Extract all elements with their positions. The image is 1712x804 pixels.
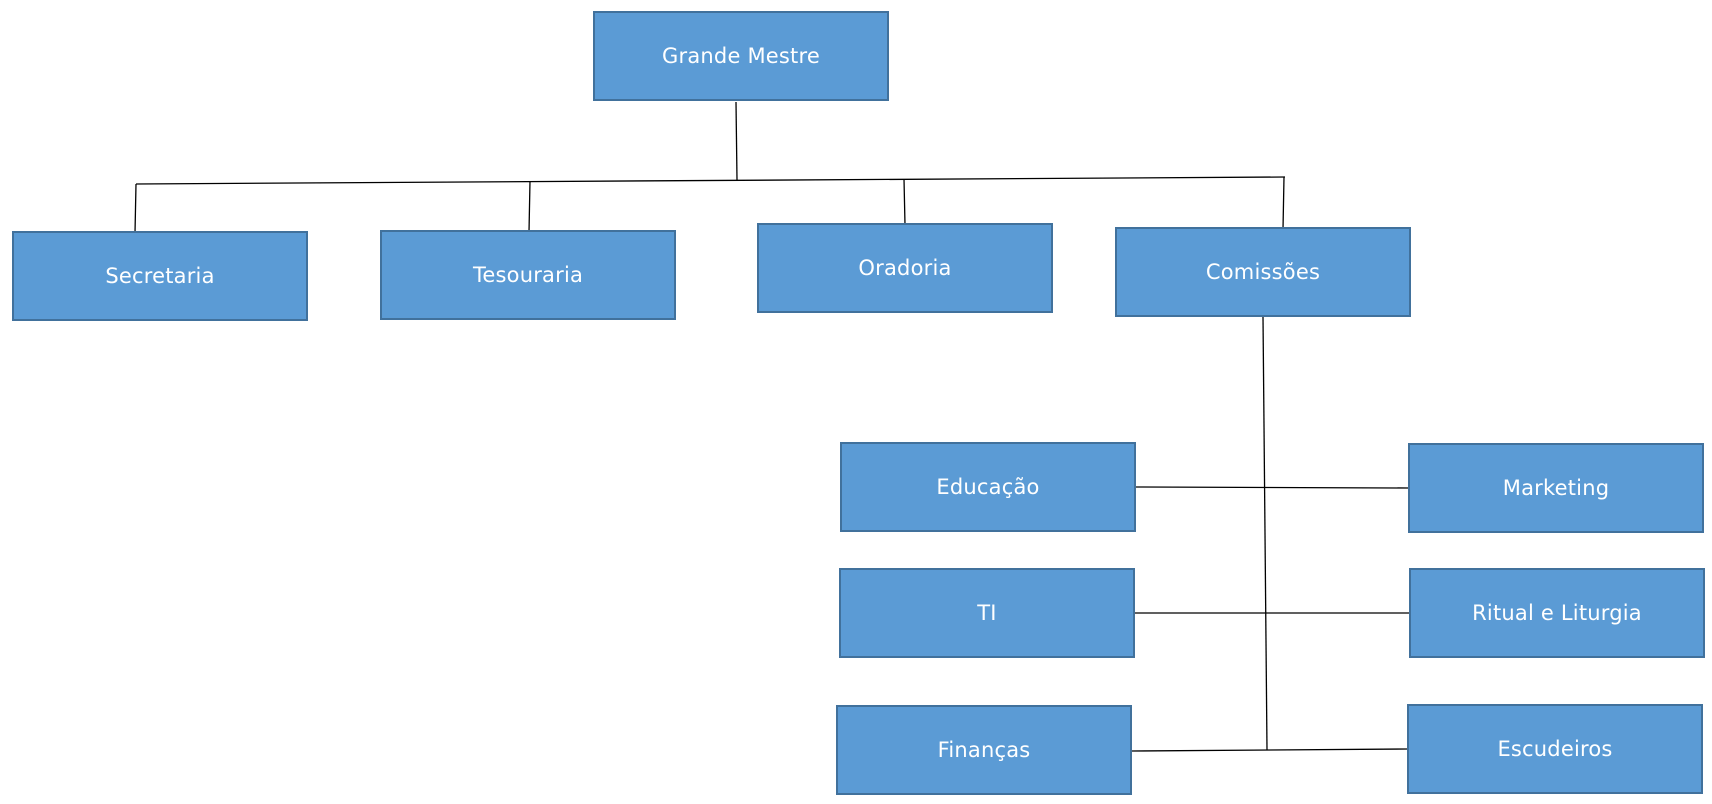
node-comissoes: Comissões bbox=[1115, 227, 1411, 317]
node-marketing: Marketing bbox=[1408, 443, 1704, 533]
connector-root-to-bus bbox=[735, 101, 738, 181]
connector-financas-escudeiros bbox=[1131, 748, 1408, 752]
connector-to-secretaria bbox=[134, 183, 137, 234]
node-escudeiros: Escudeiros bbox=[1407, 704, 1703, 794]
node-tesouraria: Tesouraria bbox=[380, 230, 676, 320]
node-oradoria: Oradoria bbox=[757, 223, 1053, 313]
node-ritual-e-liturgia: Ritual e Liturgia bbox=[1409, 568, 1705, 658]
connector-main-bus bbox=[135, 176, 1286, 185]
connector-to-oradoria bbox=[903, 178, 906, 226]
connector-to-tesouraria bbox=[528, 180, 531, 233]
connector-commissions-spine bbox=[1262, 316, 1268, 751]
connector-to-comissoes bbox=[1282, 176, 1285, 230]
connector-educacao-marketing bbox=[1135, 486, 1409, 489]
node-financas: Finanças bbox=[836, 705, 1132, 795]
node-secretaria: Secretaria bbox=[12, 231, 308, 321]
node-educacao: Educação bbox=[840, 442, 1136, 532]
node-ti: TI bbox=[839, 568, 1135, 658]
node-grande-mestre: Grande Mestre bbox=[593, 11, 889, 101]
